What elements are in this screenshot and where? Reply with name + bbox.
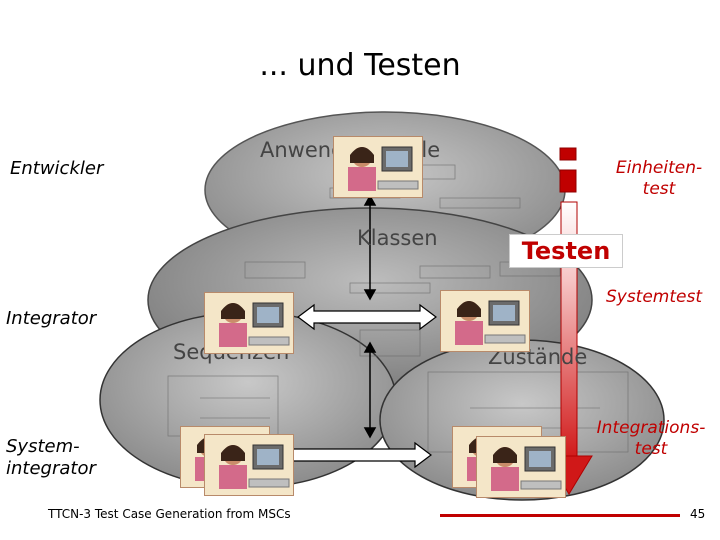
- slide-title: ... und Testen: [259, 48, 461, 83]
- testen-badge: Testen: [509, 234, 623, 268]
- label-klassen: Klassen: [357, 226, 438, 250]
- einheitentest-line1: Einheiten-: [615, 158, 703, 178]
- role-entwickler: Entwickler: [10, 158, 104, 179]
- label-einheitentest: Einheiten- test: [604, 158, 714, 200]
- person-at-computer-icon: [204, 434, 294, 496]
- person-at-computer-icon: [476, 436, 566, 498]
- role-integrator: Integrator: [6, 308, 97, 329]
- footer-divider: [440, 514, 680, 517]
- label-integrationstest: Integrations- test: [586, 418, 716, 460]
- page-number: 45: [690, 507, 706, 521]
- role-systemintegrator: System- integrator: [6, 436, 96, 480]
- einheitentest-line2: test: [642, 179, 676, 199]
- label-systemtest: Systemtest: [605, 287, 703, 307]
- footer-text: TTCN-3 Test Case Generation from MSCs: [48, 507, 291, 521]
- role-systemintegrator-line1: System-: [6, 436, 80, 457]
- role-systemintegrator-line2: integrator: [6, 458, 96, 479]
- integrationstest-line1: Integrations-: [596, 418, 706, 438]
- person-at-computer-icon: [440, 290, 530, 352]
- testen-label: Testen: [521, 237, 611, 265]
- person-at-computer-icon: [333, 136, 423, 198]
- person-at-computer-icon: [204, 292, 294, 354]
- integrationstest-line2: test: [634, 439, 668, 459]
